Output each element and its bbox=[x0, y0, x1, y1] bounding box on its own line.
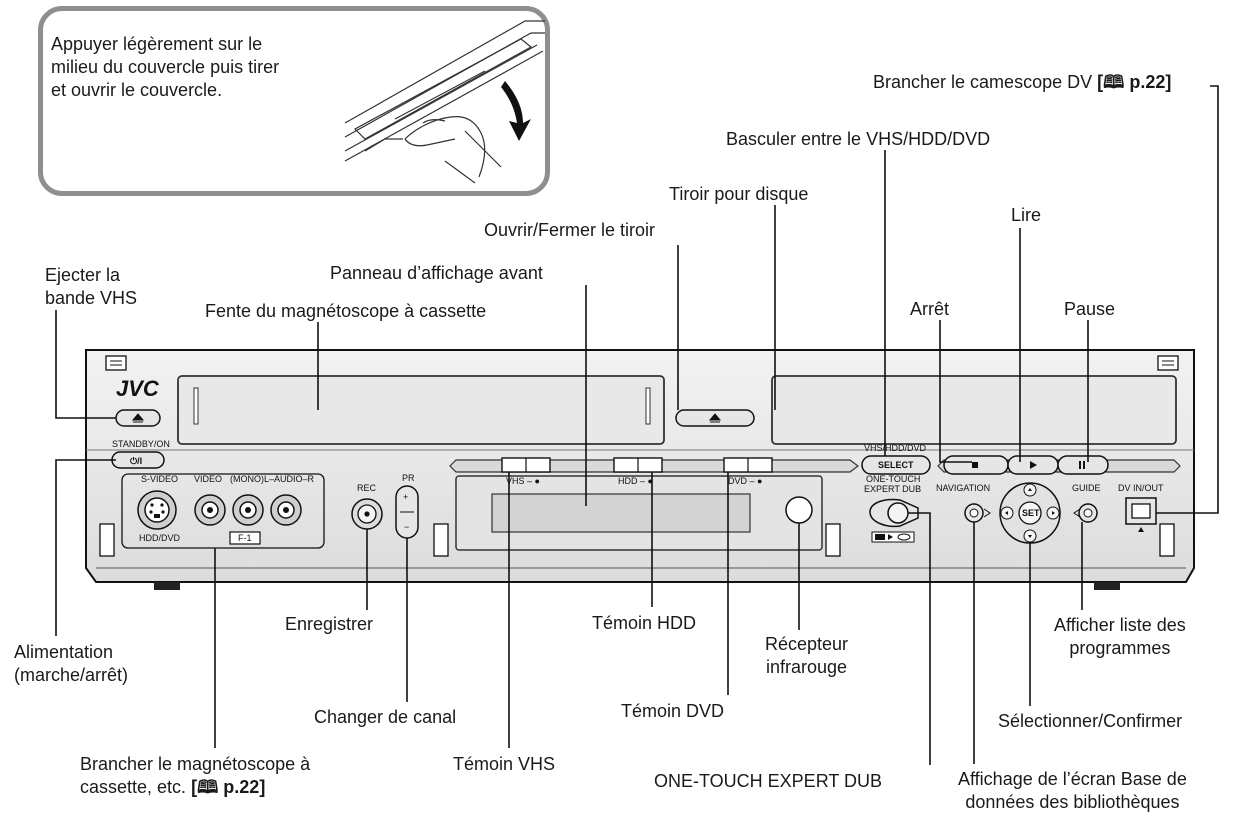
plus-icon: + bbox=[403, 492, 408, 502]
label-changer: Changer de canal bbox=[314, 707, 457, 727]
power-icon: ⏻/I bbox=[130, 456, 142, 466]
brand-logo: JVC bbox=[116, 376, 160, 401]
indicator-strip bbox=[449, 459, 859, 473]
dvd-indicator-label: DVD – ● bbox=[728, 476, 762, 486]
stop-icon bbox=[972, 462, 978, 468]
latch-tabs bbox=[99, 523, 1175, 557]
infrared-receiver bbox=[785, 496, 813, 524]
front-input-terminals: S-VIDEO VIDEO (MONO)L–AUDIO–R HDD/DVD bbox=[121, 473, 325, 549]
label-recepteur: Récepteur infrarouge bbox=[765, 634, 849, 677]
vhs-indicator-label: VHS – ● bbox=[506, 476, 540, 486]
instruction-box: Appuyer légèrement sur le milieu du couv… bbox=[38, 6, 550, 196]
corner-badge-right bbox=[1157, 355, 1179, 371]
eject-vhs-button[interactable] bbox=[115, 409, 161, 427]
label-ejecter: Ejecter la bande VHS bbox=[45, 265, 138, 308]
pause-button[interactable] bbox=[1057, 455, 1109, 475]
label-ouvrir: Ouvrir/Fermer le tiroir bbox=[484, 220, 656, 240]
play-icon bbox=[1030, 461, 1037, 469]
svideo-label: S-VIDEO bbox=[141, 474, 178, 484]
dv-in-out-label: DV IN/OUT bbox=[1118, 483, 1164, 493]
indicator-vhs-lamp bbox=[501, 457, 551, 473]
label-affichage: Affichage de l’écran Base de données des… bbox=[958, 769, 1187, 812]
label-basculer: Basculer entre le VHS/HDD/DVD bbox=[726, 129, 991, 149]
select-button[interactable]: SELECT bbox=[861, 455, 931, 475]
cover-opening-illustration bbox=[344, 20, 545, 184]
navigation-label: NAVIGATION bbox=[936, 483, 990, 493]
label-panneau: Panneau d’affichage avant bbox=[330, 263, 543, 283]
pr-label: PR bbox=[402, 473, 415, 483]
standby-label: STANDBY/ON bbox=[112, 439, 170, 449]
front-display-panel bbox=[455, 475, 823, 551]
navigation-button[interactable] bbox=[964, 503, 991, 523]
open-close-tray-button[interactable] bbox=[675, 409, 755, 427]
corner-badge-left bbox=[105, 355, 127, 371]
one-touch-expert-dub-button[interactable] bbox=[869, 498, 919, 528]
label-tiroir: Tiroir pour disque bbox=[669, 184, 809, 204]
transport-strip bbox=[937, 459, 1181, 473]
stop-button[interactable] bbox=[943, 455, 1009, 475]
label-afficher: Afficher liste des programmes bbox=[1054, 615, 1186, 658]
eject-icon bbox=[708, 413, 722, 423]
channel-rocker[interactable]: + − bbox=[395, 485, 419, 539]
one-touch-label-1: ONE-TOUCH bbox=[866, 474, 920, 484]
audio-right-jack[interactable] bbox=[270, 494, 302, 526]
pause-icon bbox=[1079, 461, 1085, 469]
device-body bbox=[85, 349, 1195, 590]
hdd-dvd-label: HDD/DVD bbox=[139, 533, 181, 543]
label-temoin-dvd: Témoin DVD bbox=[621, 701, 725, 721]
label-enregistrer: Enregistrer bbox=[285, 614, 374, 634]
rec-label: REC bbox=[357, 483, 377, 493]
label-selectionner: Sélectionner/Confirmer bbox=[998, 711, 1183, 731]
play-button[interactable] bbox=[1007, 455, 1059, 475]
set-button-label: SET bbox=[1022, 508, 1040, 518]
vhs-cassette-slot bbox=[177, 375, 665, 445]
guide-button[interactable] bbox=[1073, 503, 1098, 523]
video-jack[interactable] bbox=[194, 494, 226, 526]
video-label: VIDEO bbox=[194, 474, 222, 484]
label-fente: Fente du magnétoscope à cassette bbox=[205, 301, 487, 321]
audio-label: (MONO)L–AUDIO–R bbox=[230, 474, 315, 484]
dv-in-out-port[interactable] bbox=[1125, 497, 1157, 532]
one-touch-label-2: EXPERT DUB bbox=[864, 484, 921, 494]
svideo-jack[interactable] bbox=[137, 490, 177, 530]
arrow-down-icon bbox=[501, 81, 531, 141]
minus-icon: − bbox=[404, 522, 409, 532]
label-alimentation: Alimentation (marche/arrêt) bbox=[14, 642, 129, 685]
directional-pad[interactable] bbox=[999, 482, 1061, 544]
label-onetouch: ONE-TOUCH EXPERT DUB bbox=[654, 771, 883, 791]
instruction-text: Appuyer légèrement sur le milieu du couv… bbox=[51, 34, 280, 100]
label-pause: Pause bbox=[1064, 299, 1116, 319]
disc-tray bbox=[771, 375, 1177, 445]
label-brancher-mag: Brancher le magnétoscope à cassette, etc… bbox=[80, 754, 311, 797]
eject-icon bbox=[131, 413, 145, 423]
rec-button[interactable] bbox=[351, 498, 383, 530]
label-temoin-vhs: Témoin VHS bbox=[453, 754, 556, 774]
f1-label: F-1 bbox=[238, 533, 252, 543]
label-lire: Lire bbox=[1011, 205, 1042, 225]
label-camescope: Brancher le camescope DV [🕮 p.22] bbox=[873, 72, 1172, 92]
indicator-dvd-lamp bbox=[723, 457, 773, 473]
guide-label: GUIDE bbox=[1072, 483, 1101, 493]
indicator-hdd-lamp bbox=[613, 457, 663, 473]
select-button-label: SELECT bbox=[878, 460, 914, 470]
hdd-indicator-label: HDD – ● bbox=[618, 476, 653, 486]
label-temoin-hdd: Témoin HDD bbox=[592, 613, 697, 633]
audio-left-jack[interactable] bbox=[232, 494, 264, 526]
select-top-label: VHS/HDD/DVD bbox=[864, 443, 927, 453]
set-button[interactable] bbox=[1018, 501, 1042, 525]
standby-power-button[interactable]: ⏻/I bbox=[111, 451, 165, 469]
label-arret: Arrêt bbox=[910, 299, 950, 319]
dub-direction-icon bbox=[871, 531, 915, 543]
